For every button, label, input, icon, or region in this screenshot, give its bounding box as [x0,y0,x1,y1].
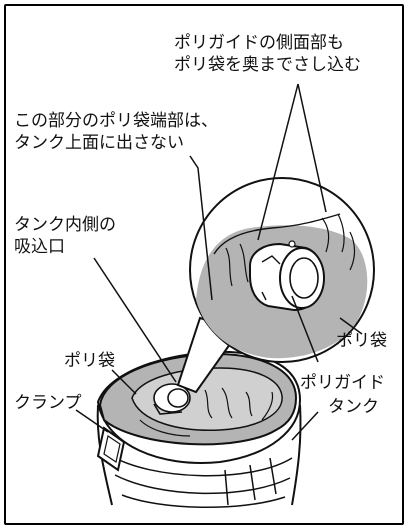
tank-inlet-small [153,383,191,415]
callout-poly-guide-side-line1: ポリガイドの側面部も [174,33,344,53]
label-clamp: クランプ [14,393,82,413]
detail-circle [189,177,375,363]
callout-bag-edge-line1: この部分のポリ袋端部は、 [14,111,218,131]
label-poly-guide: ポリガイド [300,373,385,393]
clamp-shape [96,426,126,472]
callout-inner-inlet-line1: タンク内側の [14,215,116,235]
label-poly-bag-main: ポリ袋 [64,351,115,371]
callout-poly-guide-side-line2: ポリ袋を奥までさし込む [174,55,361,75]
callout-bag-edge-line2: タンク上面に出さない [14,133,184,153]
label-poly-bag-detail: ポリ袋 [336,331,387,351]
callout-inner-inlet-line2: 吸込口 [14,237,65,257]
label-tank: タンク [328,397,379,417]
leader-lines [75,83,363,441]
